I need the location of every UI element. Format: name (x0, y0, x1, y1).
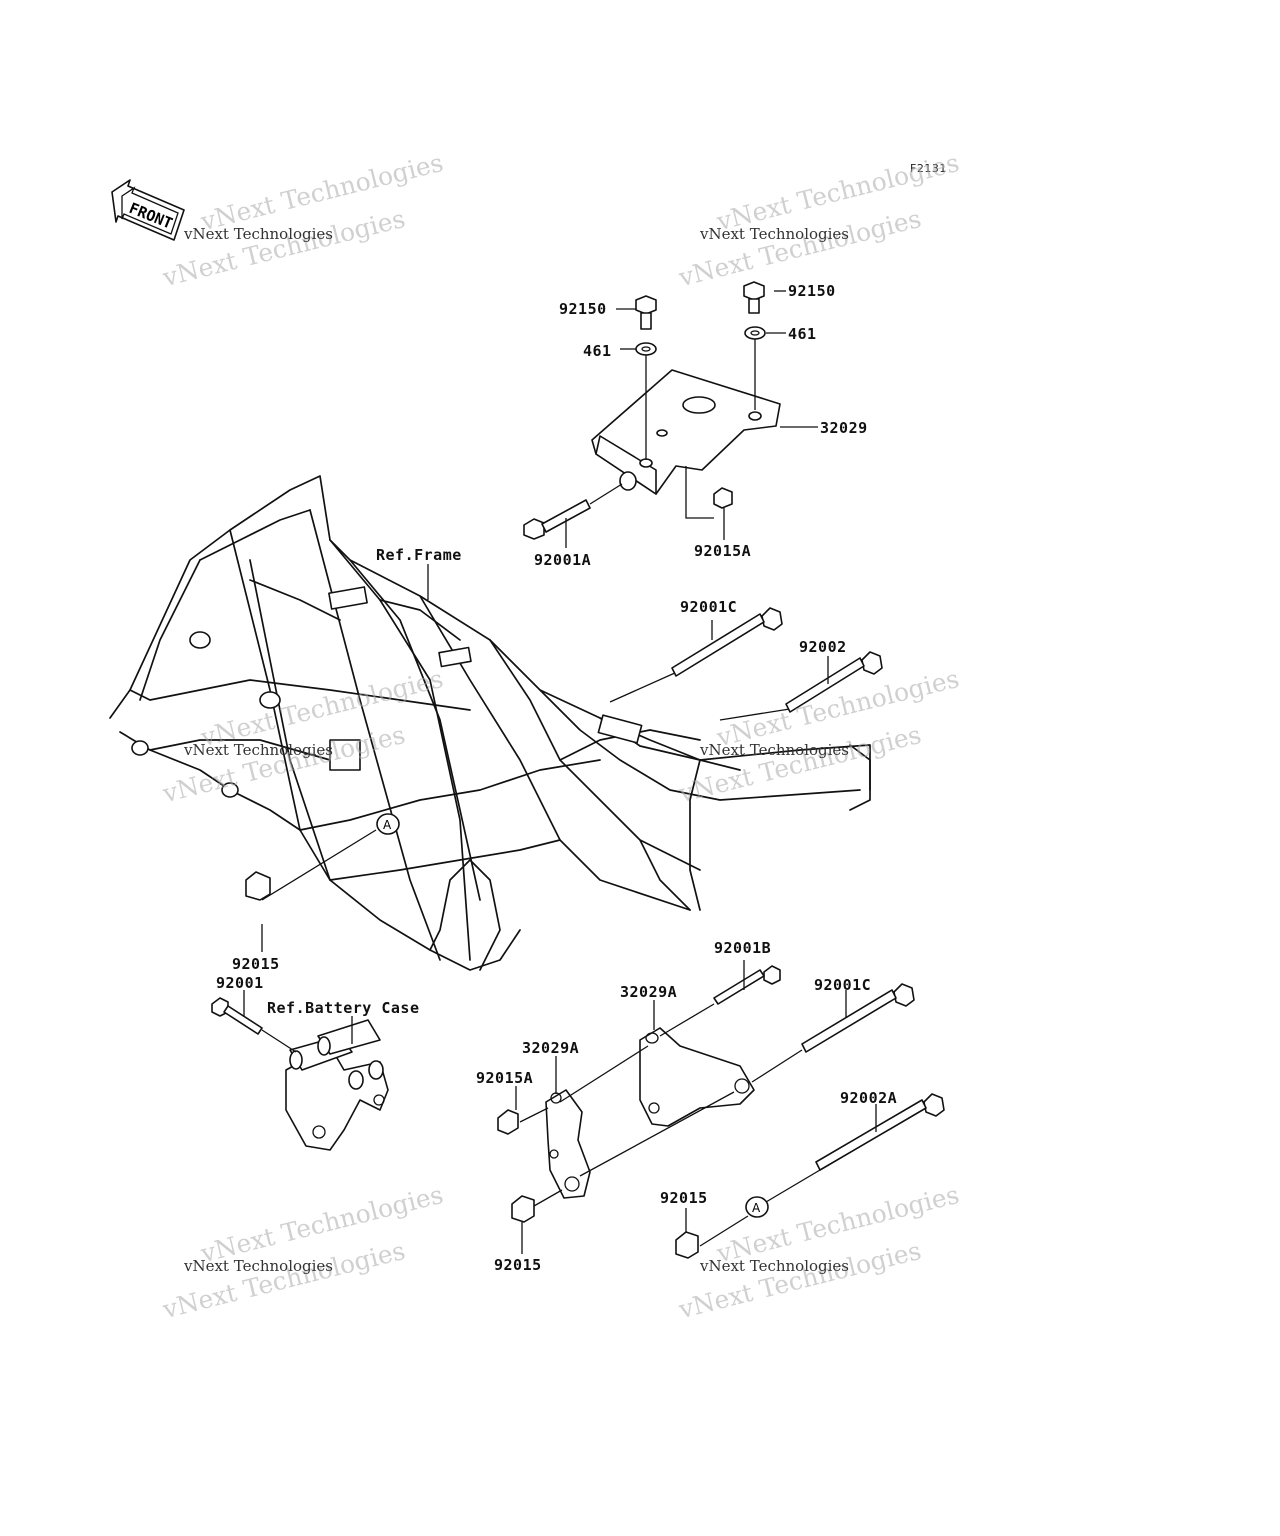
label-ref-battery-case: Ref.Battery Case (267, 999, 420, 1017)
washer-461-right-icon (744, 326, 766, 340)
nut-92015A-bottom-icon (497, 1109, 519, 1135)
bolt-92001-icon (211, 997, 263, 1035)
label-461-right: 461 (788, 325, 817, 343)
bolt-92001C-top-icon (671, 607, 783, 677)
front-arrow-icon: FRONT (111, 179, 185, 241)
label-92001C-top: 92001C (680, 598, 738, 616)
bracket-32029-shape (591, 369, 781, 495)
callout-a-bottom-text: A (752, 1201, 761, 1215)
bolt-92001C-bottom-icon (801, 983, 915, 1053)
label-92001: 92001 (216, 974, 264, 992)
figure-code: F2131 (910, 162, 947, 175)
bolt-92001B-icon (713, 965, 781, 1005)
bracket-32029A-upper-shape (639, 1027, 755, 1127)
label-92002: 92002 (799, 638, 847, 656)
label-92150-right: 92150 (788, 282, 836, 300)
bracket-32029A-lower-shape (545, 1089, 591, 1199)
label-92001B: 92001B (714, 939, 772, 957)
bolt-92001A-icon (523, 499, 591, 540)
label-92002A: 92002A (840, 1089, 898, 1107)
label-92015A-top: 92015A (694, 542, 752, 560)
washer-461-left-icon (635, 342, 657, 356)
label-ref-frame: Ref.Frame (376, 546, 462, 564)
label-92001A: 92001A (534, 551, 592, 569)
frame-drawing (109, 475, 871, 971)
nut-92015-bottom-right-icon (675, 1231, 699, 1259)
label-32029A-upper: 32029A (620, 983, 678, 1001)
nut-92015-bottom-mid-icon (511, 1195, 535, 1223)
label-92015A-bottom: 92015A (476, 1069, 534, 1087)
callout-a-frame-icon: A (376, 813, 400, 835)
label-92015-bottom-right: 92015 (660, 1189, 708, 1207)
nut-92015-left-icon (245, 871, 271, 901)
callout-a-bottom-icon: A (745, 1196, 769, 1218)
label-92015-left: 92015 (232, 955, 280, 973)
bolt-92150-left-icon (635, 295, 657, 330)
bolt-92150-right-icon (743, 281, 765, 314)
label-92001C-bottom: 92001C (814, 976, 872, 994)
battery-case-drawing (285, 1019, 389, 1151)
callout-a-frame-text: A (383, 818, 392, 832)
bolt-92002-icon (785, 651, 883, 713)
label-92150-left: 92150 (559, 300, 607, 318)
bolt-92002A-icon (815, 1093, 945, 1171)
label-32029A-lower: 32029A (522, 1039, 580, 1057)
label-32029: 32029 (820, 419, 868, 437)
label-461-left: 461 (583, 342, 612, 360)
nut-92015A-top-icon (713, 487, 733, 509)
label-92015-bottom-mid: 92015 (494, 1256, 542, 1274)
